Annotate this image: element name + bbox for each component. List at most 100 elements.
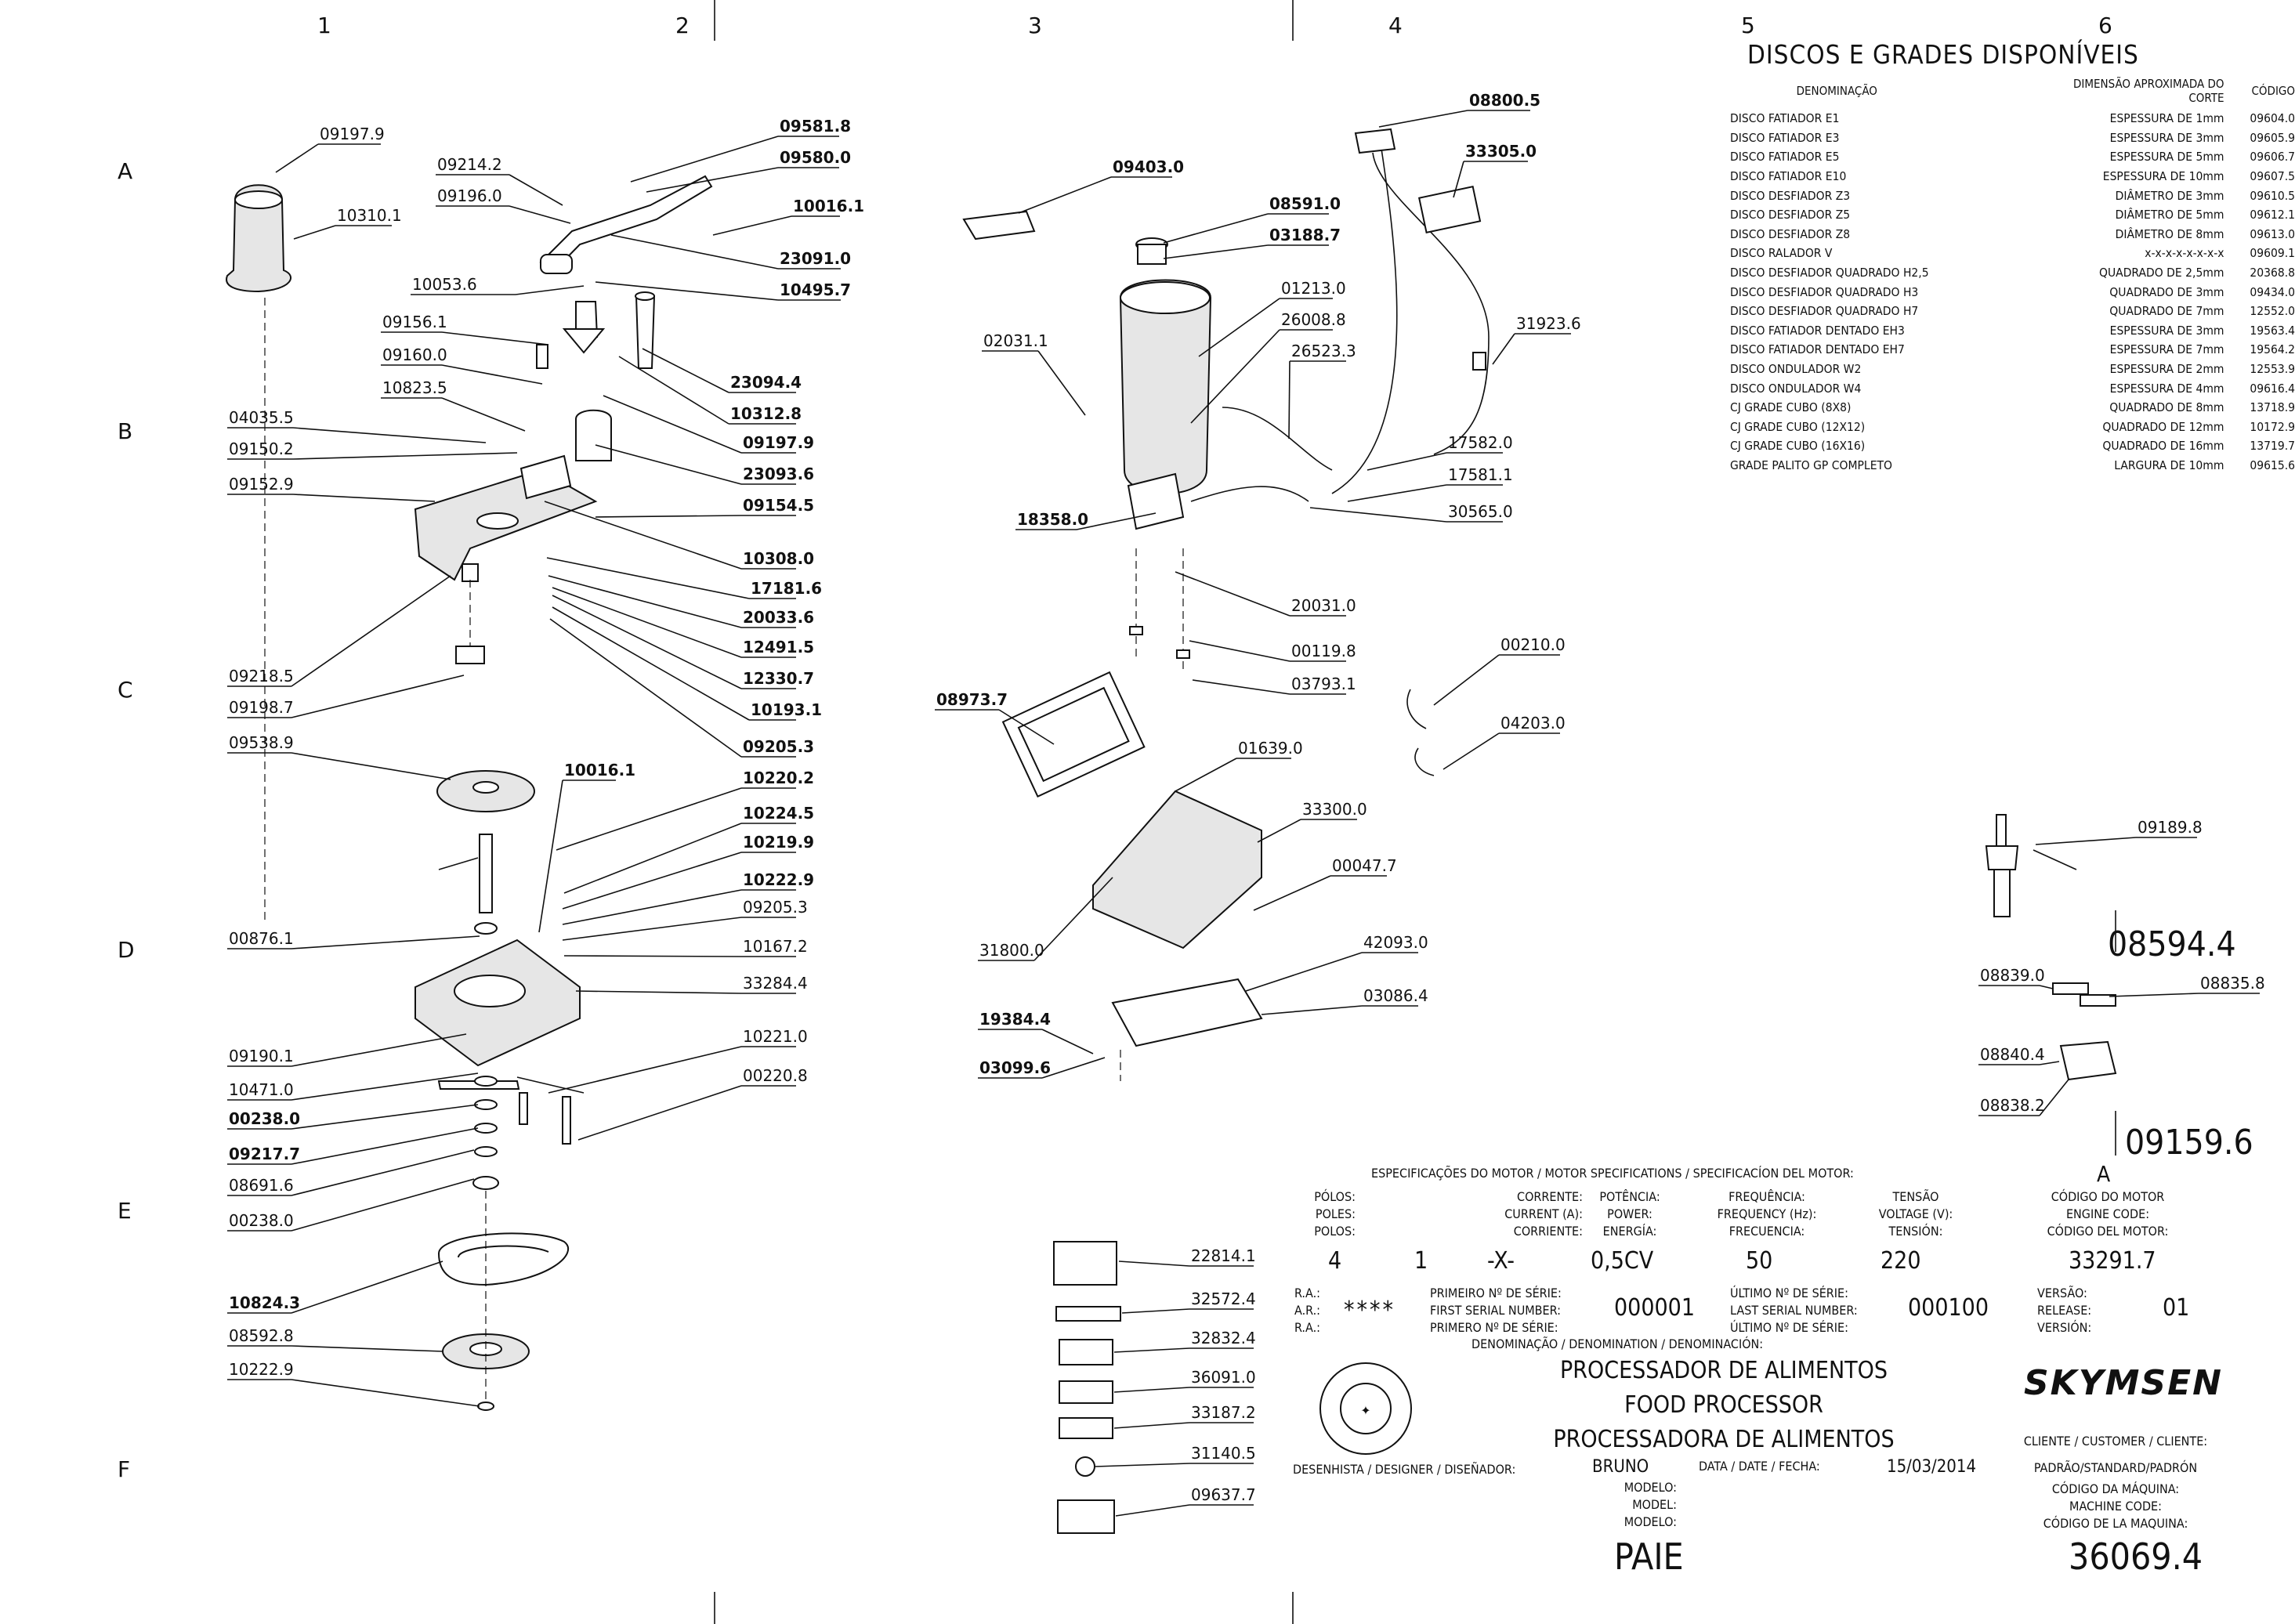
part-number-label: 10222.9 bbox=[229, 1360, 294, 1379]
model-label: MODELO: MODEL: MODELO: bbox=[1575, 1479, 1677, 1531]
callout-leader bbox=[1113, 1387, 1190, 1393]
part-number-label: 00220.8 bbox=[743, 1066, 808, 1085]
part-number-label: 08835.8 bbox=[2200, 974, 2265, 993]
part-number-label: 03793.1 bbox=[1291, 675, 1356, 693]
client-label: CLIENTE / CUSTOMER / CLIENTE: bbox=[2023, 1434, 2208, 1449]
part-number-label: 10193.1 bbox=[751, 700, 822, 719]
callout-leader bbox=[538, 779, 563, 933]
part-number-label: 10224.5 bbox=[743, 804, 814, 823]
part-number-label: 10167.2 bbox=[743, 937, 808, 956]
model-label-pt: MODELO: bbox=[1624, 1480, 1677, 1495]
designer-label: DESENHISTA / DESIGNER / DISEÑADOR: bbox=[1293, 1462, 1516, 1477]
first-serial-label-en: FIRST SERIAL NUMBER: bbox=[1430, 1303, 1561, 1318]
callout-leader bbox=[1190, 329, 1280, 424]
callout-leader bbox=[291, 1072, 479, 1101]
disc-code-cell: 09606.7 bbox=[2250, 150, 2295, 165]
part-number-label: 31800.0 bbox=[979, 941, 1044, 960]
callout-leader bbox=[1257, 819, 1301, 843]
lower-housing-art bbox=[414, 939, 585, 1145]
callout-leader bbox=[712, 215, 792, 236]
part-number-label: 36091.0 bbox=[1191, 1368, 1256, 1387]
part-number-label: 19384.4 bbox=[979, 1010, 1051, 1029]
callout-leader bbox=[441, 331, 549, 345]
product-name-en: FOOD PROCESSOR bbox=[1624, 1391, 1823, 1419]
client-value: PADRÃO/STANDARD/PADRÓN bbox=[2033, 1460, 2198, 1475]
part-number-label: 10221.0 bbox=[743, 1027, 808, 1046]
disc-name-cell: DISCO FATIADOR E3 bbox=[1730, 130, 1840, 145]
callout-leader bbox=[1041, 1029, 1094, 1054]
part-number-label: 10053.6 bbox=[412, 275, 477, 294]
disc-name-cell: DISCO DESFIADOR Z3 bbox=[1730, 188, 1851, 203]
part-number-label: 08840.4 bbox=[1980, 1045, 2045, 1064]
designer-value: BRUNO bbox=[1592, 1457, 1649, 1477]
callout-leader bbox=[291, 1104, 479, 1130]
ra-label: R.A.: A.R.: R.A.: bbox=[1294, 1285, 1320, 1336]
callout-leader bbox=[548, 575, 742, 628]
last-serial-label: ÚLTIMO Nº DE SÉRIE: LAST SERIAL NUMBER: … bbox=[1730, 1285, 1858, 1336]
callout-leader bbox=[544, 501, 742, 570]
disc-code-cell: 19563.4 bbox=[2250, 323, 2295, 338]
feed-tube-left-art bbox=[226, 184, 291, 924]
disc-name-cell: DISCO DESFIADOR QUADRADO H3 bbox=[1730, 284, 1919, 299]
power-value: 0,5CV bbox=[1591, 1247, 1654, 1275]
frequency-label: FREQUÊNCIA: FREQUENCY (Hz): FRECUENCIA: bbox=[1692, 1188, 1841, 1240]
part-number-label: 08800.5 bbox=[1469, 91, 1540, 110]
callout-leader bbox=[1076, 512, 1157, 530]
callout-leader bbox=[2039, 985, 2054, 989]
power-label-es: ENERGÍA: bbox=[1602, 1224, 1657, 1239]
authorized-service-stamp: ✦ bbox=[1319, 1362, 1412, 1455]
part-number-label: 26008.8 bbox=[1281, 310, 1346, 329]
part-callouts: 09197.910310.109214.209196.010053.609581… bbox=[227, 91, 2265, 1517]
part-number-label: 17582.0 bbox=[1448, 433, 1513, 452]
callout-leader bbox=[1037, 350, 1086, 416]
callout-leader bbox=[1175, 758, 1237, 792]
part-number-label: 00238.0 bbox=[229, 1109, 300, 1128]
callout-leader bbox=[291, 1033, 467, 1067]
callout-leader bbox=[552, 595, 742, 689]
column-number: 6 bbox=[2098, 13, 2112, 38]
part-number-label: 09205.3 bbox=[743, 898, 808, 917]
callout-leader bbox=[563, 823, 742, 894]
part-number-label: 03188.7 bbox=[1269, 226, 1341, 244]
callout-leader bbox=[1113, 1422, 1190, 1429]
callout-leader bbox=[603, 395, 742, 454]
disc-name-cell: DISCO DESFIADOR QUADRADO H7 bbox=[1730, 304, 1919, 319]
callout-leader bbox=[291, 752, 451, 780]
version-label-pt: VERSÃO: bbox=[2037, 1286, 2087, 1300]
callout-leader bbox=[630, 136, 779, 183]
part-number-label: 00238.0 bbox=[229, 1211, 294, 1230]
part-number-label: 32572.4 bbox=[1191, 1289, 1256, 1308]
disc-dimension-cell: x-x-x-x-x-x-x-x bbox=[2145, 246, 2224, 261]
pulley-stack-art bbox=[437, 1076, 570, 1411]
callout-leader bbox=[562, 917, 742, 941]
callout-leader bbox=[1433, 654, 1500, 706]
row-letter: B bbox=[118, 418, 132, 444]
part-number-label: 33284.4 bbox=[743, 974, 808, 993]
last-serial-label-pt: ÚLTIMO Nº DE SÉRIE: bbox=[1730, 1286, 1848, 1300]
part-number-label: 10222.9 bbox=[743, 870, 814, 889]
callout-leader bbox=[642, 348, 729, 393]
callout-leader bbox=[1041, 1057, 1106, 1079]
voltage-label: TENSÃO VOLTAGE (V): TENSIÓN: bbox=[1837, 1188, 1994, 1240]
disc-name-cell: DISCO DESFIADOR Z5 bbox=[1730, 208, 1851, 222]
ra-label-es: R.A.: bbox=[1294, 1320, 1320, 1335]
disc-dimension-cell: ESPESSURA DE 4mm bbox=[2109, 381, 2224, 396]
column-number: 2 bbox=[675, 13, 690, 38]
callout-leader bbox=[2039, 1061, 2060, 1065]
disc-code-cell: 20368.8 bbox=[2250, 266, 2295, 280]
part-number-label: 08592.8 bbox=[229, 1326, 294, 1345]
version-label: VERSÃO: RELEASE: VERSIÓN: bbox=[2037, 1285, 2091, 1336]
callout-leader bbox=[1288, 360, 1290, 439]
callout-leader bbox=[556, 787, 742, 851]
svg-text:✦: ✦ bbox=[1360, 1403, 1370, 1418]
part-number-label: 09218.5 bbox=[229, 667, 294, 685]
part-number-label: 04203.0 bbox=[1500, 714, 1566, 732]
part-number-label: 08591.0 bbox=[1269, 194, 1341, 213]
machine-code-label-pt: CÓDIGO DA MÁQUINA: bbox=[2051, 1481, 2180, 1496]
last-serial-label-en: LAST SERIAL NUMBER: bbox=[1730, 1303, 1858, 1318]
